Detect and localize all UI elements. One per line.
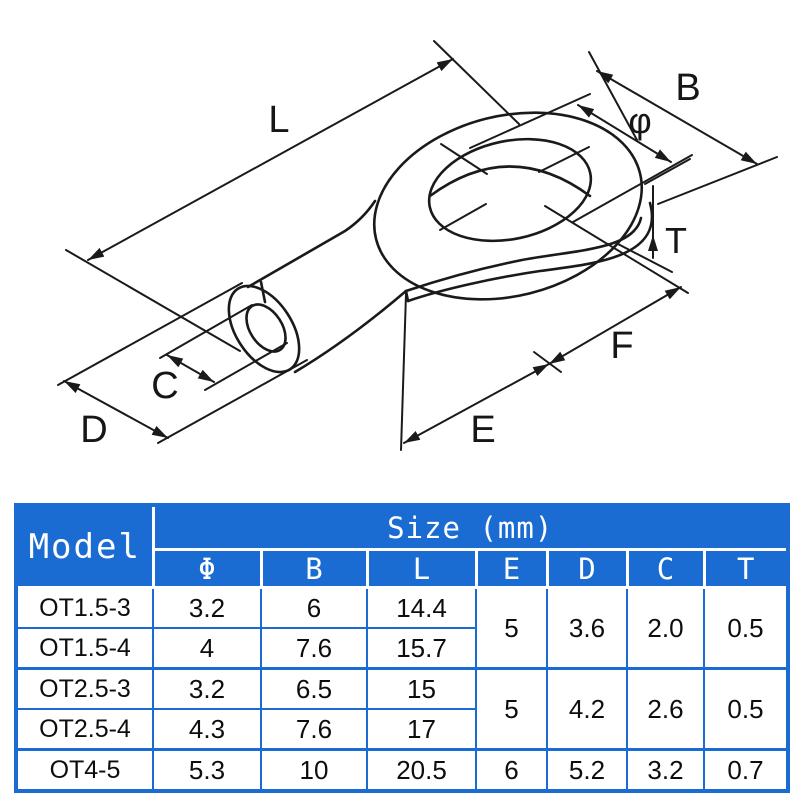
value-l: 17: [366, 708, 477, 751]
dim-ext-EF-junction: [533, 351, 562, 373]
table-row: OT4-5 5.3 10 20.5 6 5.2 3.2 0.7: [15, 748, 789, 792]
value-phi: 4: [152, 627, 262, 670]
dim-ext-L-left: [65, 249, 241, 352]
value-e-merged: 5: [475, 667, 548, 751]
value-t-merged: 0.5: [703, 586, 789, 670]
label-F: F: [610, 325, 633, 367]
barrel-bottom-contour: [293, 289, 408, 374]
col-header-l: L: [365, 548, 478, 589]
value-t: 0.7: [703, 748, 789, 792]
dim-ext-T-bottom: [617, 243, 673, 273]
barrel-wire-hole: [245, 303, 287, 353]
table-header-model: Model: [14, 503, 155, 589]
hole-far-wall: [428, 165, 592, 198]
value-l: 15.7: [366, 627, 477, 670]
value-c-merged: 2.0: [626, 586, 705, 670]
neck-end-step: [404, 289, 410, 303]
label-D: D: [80, 409, 107, 451]
value-t-merged: 0.5: [703, 667, 789, 751]
table-row: OT1.5-4 4 7.6 15.7: [15, 627, 788, 670]
label-L: L: [268, 99, 289, 141]
ring-hole-edge: [427, 137, 593, 243]
neck-thickness-edge: [406, 201, 654, 303]
value-d: 5.2: [546, 748, 628, 792]
ring-outer-edge: [372, 111, 644, 301]
value-e-merged: 5: [475, 586, 548, 670]
value-l: 20.5: [366, 748, 477, 792]
col-header-c: C: [625, 548, 706, 589]
dim-line-E: [403, 363, 550, 444]
value-b: 7.6: [260, 627, 368, 670]
dim-line-D: [63, 380, 169, 439]
dim-line-C: [166, 354, 215, 383]
col-header-e: E: [474, 548, 549, 589]
ring-terminal-diagram: L B φ T F E C D: [57, 40, 778, 451]
value-c: 3.2: [626, 748, 705, 792]
col-header-t: T: [702, 548, 790, 589]
neck-top-contour: [246, 199, 377, 289]
label-E: E: [470, 409, 495, 451]
value-b: 6.5: [260, 667, 368, 710]
model-name: OT2.5-4: [15, 708, 154, 751]
dim-ext-B-right: [657, 156, 778, 205]
table-row: OT2.5-4 4.3 7.6 17: [15, 708, 788, 751]
value-b: 10: [260, 748, 368, 792]
dim-ext-C-left: [159, 304, 253, 359]
value-d-merged: 4.2: [546, 667, 628, 751]
value-phi: 3.2: [152, 667, 262, 710]
table-subheader-row: Φ B L E D C T: [16, 548, 790, 589]
dim-line-B: [596, 70, 758, 165]
value-e: 6: [475, 748, 548, 792]
dim-ext-D-right: [157, 359, 308, 444]
label-C: C: [151, 365, 178, 407]
dim-ext-D-left: [57, 282, 243, 386]
dim-ext-phi-right: [572, 154, 693, 223]
col-header-phi: Φ: [151, 548, 263, 589]
dim-ext-C-right: [204, 342, 288, 391]
table-header-size-mm: Size (mm): [151, 503, 790, 551]
dim-line-L: [87, 58, 454, 261]
neck-top-surface-edge: [404, 216, 643, 293]
dim-ext-E-left: [400, 293, 407, 451]
model-name: OT2.5-3: [15, 667, 154, 710]
size-spec-table: Model Size (mm) Φ B L E D C T OT1.5-3 3.…: [14, 503, 790, 793]
dim-ext-L-right: [433, 40, 520, 125]
dim-line-F: [548, 286, 682, 365]
label-T: T: [665, 220, 687, 261]
dim-ext-phi-left: [469, 93, 591, 149]
dim-line-phi: [577, 104, 672, 163]
terminal-outline: [227, 111, 654, 374]
model-name: OT1.5-4: [15, 627, 154, 670]
label-B: B: [675, 67, 700, 109]
value-d-merged: 3.6: [546, 586, 628, 670]
value-l: 15: [366, 667, 477, 710]
value-phi: 3.2: [152, 586, 262, 629]
col-header-d: D: [545, 548, 629, 589]
label-phi: φ: [628, 100, 651, 141]
col-header-b: B: [259, 548, 369, 589]
table-row: OT1.5-3 3.2 6 14.4 5 3.6 2.0 0.5: [15, 586, 789, 670]
table-row: OT2.5-3 3.2 6.5 15 5 4.2 2.6 0.5: [15, 667, 789, 751]
value-phi: 4.3: [152, 708, 262, 751]
value-b: 7.6: [260, 708, 368, 751]
dim-ext-T-top: [644, 158, 691, 185]
model-name: OT1.5-3: [15, 586, 154, 629]
value-phi: 5.3: [152, 748, 262, 792]
barrel-seam-line: [259, 280, 267, 304]
dimension-lines: [57, 40, 778, 451]
value-c-merged: 2.6: [626, 667, 705, 751]
value-b: 6: [260, 586, 368, 629]
model-name: OT4-5: [15, 748, 154, 792]
value-l: 14.4: [366, 586, 477, 629]
